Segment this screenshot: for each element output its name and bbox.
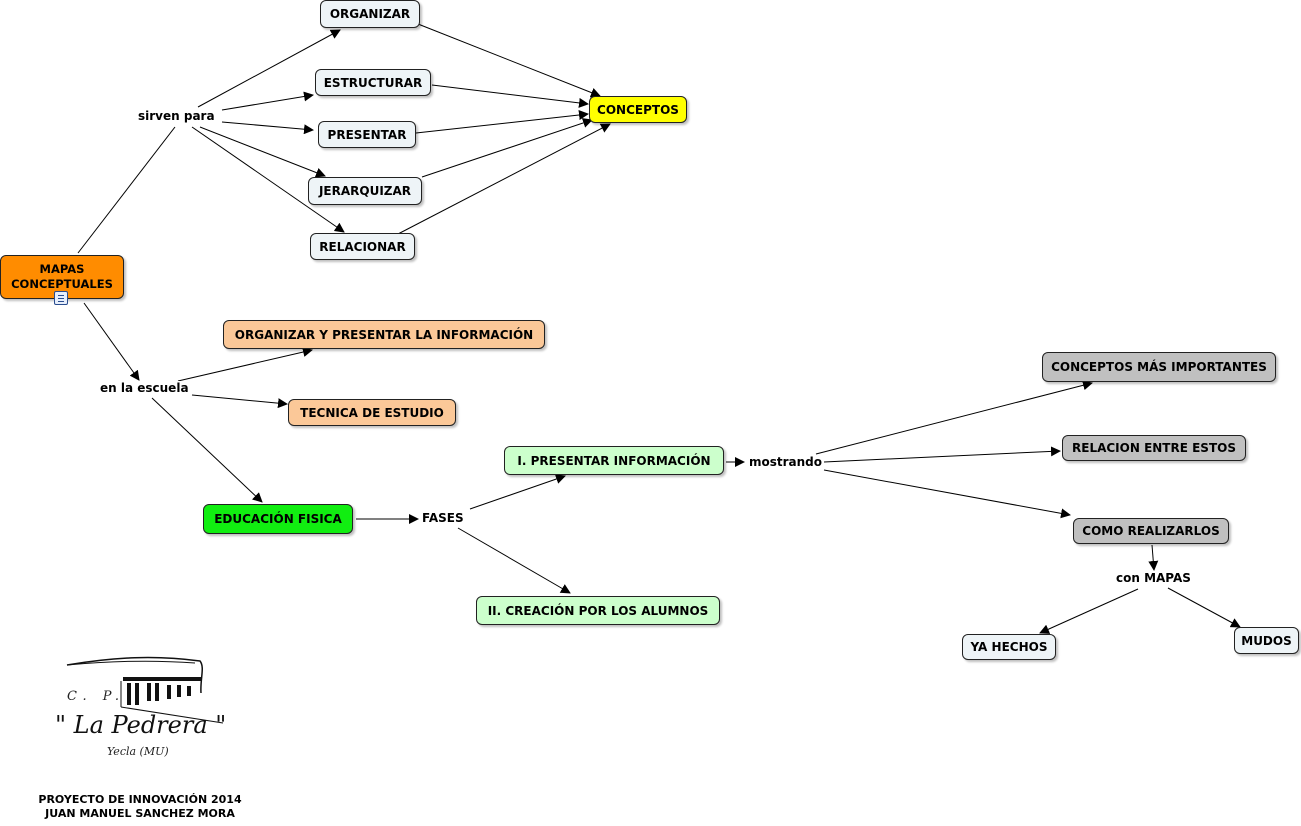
concept-jerarquizar[interactable]: JERARQUIZAR	[308, 177, 422, 205]
concept-presentar-informacion[interactable]: I. PRESENTAR INFORMACIÓN	[504, 446, 724, 475]
connector-line	[77, 126, 176, 254]
logo-city: Yecla (MU)	[107, 745, 169, 758]
connector-arrow	[191, 126, 345, 233]
concept-conceptos[interactable]: CONCEPTOS	[589, 96, 687, 123]
concept-creacion-alumnos[interactable]: II. CREACIÓN POR LOS ALUMNOS	[476, 596, 720, 625]
connector-arrow	[197, 29, 341, 108]
concept-relacion-estos[interactable]: RELACION ENTRE ESTOS	[1062, 435, 1246, 461]
concept-conceptos-importantes[interactable]: CONCEPTOS MÁS IMPORTANTES	[1042, 352, 1276, 382]
linking-phrase-mostrando[interactable]: mostrando	[749, 455, 823, 469]
linking-phrase-sirven-para[interactable]: sirven para	[138, 109, 215, 123]
connector-arrow	[417, 23, 601, 98]
footer-author: JUAN MANUEL SANCHEZ MORA	[45, 807, 235, 820]
concept-educacion-fisica[interactable]: EDUCACIÓN FISICA	[203, 504, 353, 534]
school-logo: C. P. " La Pedrera " Yecla (MU)	[55, 655, 230, 765]
connector-arrow	[1167, 587, 1241, 628]
connector-arrow	[83, 302, 140, 381]
connector-arrow	[177, 347, 313, 382]
connector-arrow	[1039, 588, 1139, 634]
linking-phrase-fases[interactable]: FASES	[422, 511, 464, 525]
building-icon	[66, 656, 224, 724]
connector-arrow	[221, 121, 314, 135]
connector-arrow	[191, 394, 288, 409]
concept-relacionar[interactable]: RELACIONAR	[310, 233, 415, 260]
connector-arrow	[431, 84, 589, 108]
connector-arrow	[1148, 544, 1159, 571]
concept-organizar[interactable]: ORGANIZAR	[320, 0, 420, 28]
concept-tecnica-estudio[interactable]: TECNICA DE ESTUDIO	[288, 399, 456, 426]
document-icon[interactable]	[54, 291, 68, 305]
connector-arrow	[469, 474, 566, 510]
connector-arrow	[397, 123, 611, 235]
connector-arrow	[823, 446, 1061, 463]
connector-arrow	[421, 118, 593, 178]
connector-arrow	[151, 397, 263, 503]
logo-cp-text: C. P.	[67, 689, 125, 704]
footer-project: PROYECTO DE INNOVACIÓN 2014	[38, 793, 242, 806]
concept-estructurar[interactable]: ESTRUCTURAR	[315, 69, 431, 96]
logo-school-name: " La Pedrera "	[55, 711, 227, 739]
connector-arrow	[457, 527, 571, 594]
linking-phrase-con-mapas[interactable]: con MAPAS	[1116, 571, 1191, 585]
connector-arrow	[221, 91, 314, 111]
connector-arrow	[415, 110, 589, 134]
connector-arrow	[199, 126, 326, 178]
concept-presentar[interactable]: PRESENTAR	[318, 121, 416, 148]
connector-arrow	[815, 380, 1093, 455]
footer-credits: PROYECTO DE INNOVACIÓN 2014 JUAN MANUEL …	[20, 793, 260, 821]
concept-como-realizarlos[interactable]: COMO REALIZARLOS	[1073, 518, 1229, 544]
connector-arrow	[823, 469, 1071, 519]
linking-phrase-en-la-escuela[interactable]: en la escuela	[100, 381, 189, 395]
concept-organizar-presentar[interactable]: ORGANIZAR Y PRESENTAR LA INFORMACIÓN	[223, 320, 545, 349]
concept-ya-hechos[interactable]: YA HECHOS	[962, 634, 1056, 660]
concept-mudos[interactable]: MUDOS	[1234, 627, 1299, 654]
